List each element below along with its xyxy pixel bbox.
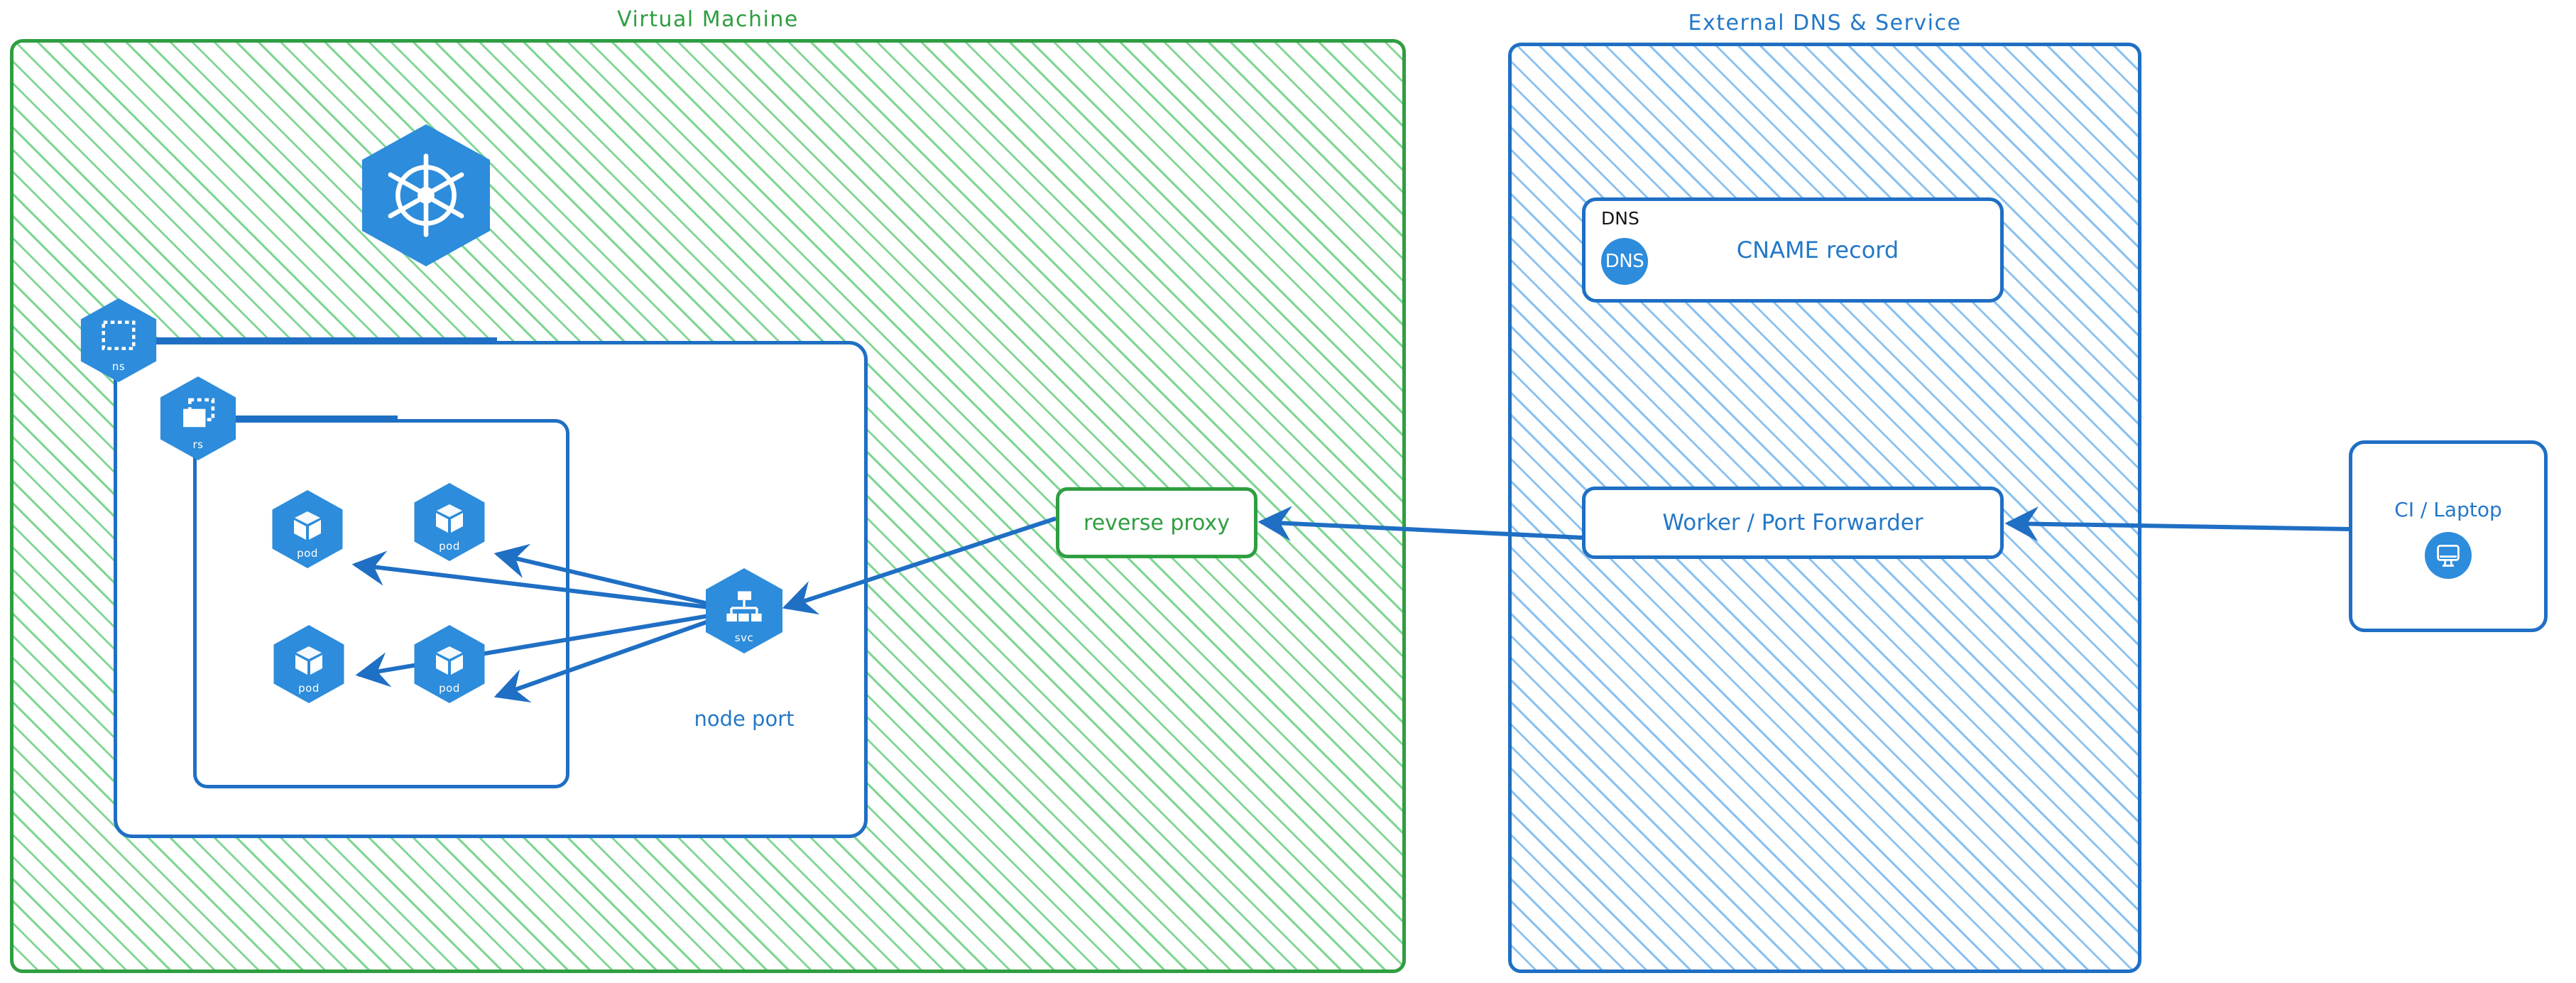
panel-external-dns-service-title: External DNS & Service — [1688, 11, 1962, 36]
pod-badge-label: pod — [439, 681, 460, 695]
dns-record-kind-label: DNS — [1601, 208, 1639, 229]
stacked-rectangles-icon — [178, 395, 219, 442]
reverse-proxy-label: reverse proxy — [1084, 510, 1230, 536]
hierarchy-tree-icon — [724, 588, 764, 634]
worker-port-forwarder-label: Worker / Port Forwarder — [1662, 510, 1923, 536]
node-port-label: node port — [694, 707, 795, 731]
worker-port-forwarder-node[interactable]: Worker / Port Forwarder — [1582, 487, 2004, 559]
replicaset-container — [193, 419, 569, 788]
replicaset-badge-label: rs — [192, 438, 204, 451]
service-badge-label: svc — [734, 631, 754, 644]
dns-circle-icon: DNS — [1601, 238, 1648, 285]
client-node[interactable]: CI / Laptop — [2349, 440, 2548, 632]
dns-record-label: CNAME record — [1736, 237, 1899, 264]
cube-icon — [432, 643, 467, 685]
dns-record-node[interactable]: DNS DNS CNAME record — [1582, 197, 2004, 303]
kubernetes-wheel-icon — [379, 148, 473, 242]
namespace-badge-label: ns — [111, 359, 126, 373]
replicaset-badge: rs — [160, 376, 236, 460]
client-label: CI / Laptop — [2394, 498, 2502, 521]
reverse-proxy-node[interactable]: reverse proxy — [1056, 487, 1257, 558]
cube-icon — [290, 509, 325, 550]
pod-badge-label: pod — [297, 546, 318, 560]
panel-virtual-machine-title: Virtual Machine — [617, 7, 799, 32]
service-badge: svc — [706, 568, 782, 653]
pod-badge-label: pod — [439, 539, 460, 553]
pod-badge-label: pod — [298, 681, 320, 695]
dashed-square-icon — [99, 317, 138, 363]
cube-icon — [432, 501, 467, 543]
cube-icon — [291, 643, 327, 685]
monitor-icon — [2425, 532, 2472, 579]
